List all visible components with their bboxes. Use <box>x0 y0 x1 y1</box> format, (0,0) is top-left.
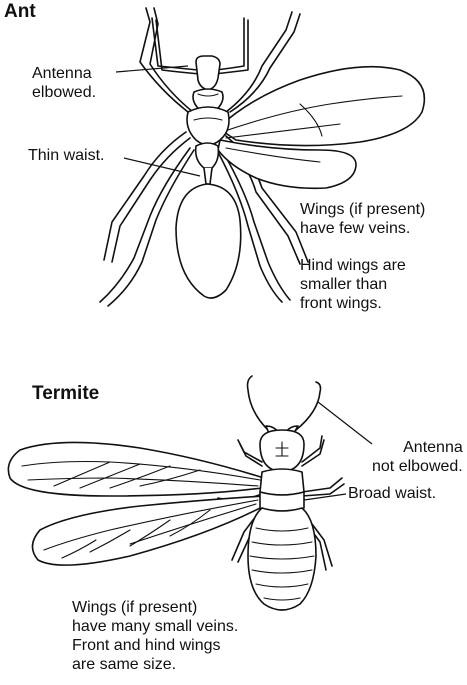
ant-hind-wings-label: Hind wings are smaller than front wings. <box>300 256 406 313</box>
termite-illustration <box>8 376 344 610</box>
termite-body <box>248 426 316 610</box>
termite-wings-label: Wings (if present) have many small veins… <box>72 598 238 674</box>
termite-antennae <box>248 376 321 430</box>
ant-title: Ant <box>4 2 36 21</box>
ant-waist-leader <box>124 158 200 176</box>
termite-wings <box>8 442 264 565</box>
termite-antenna-label: Antenna not elbowed. <box>372 438 463 476</box>
ant-wings-label: Wings (if present) have few veins. <box>300 200 425 238</box>
termite-antenna-leader <box>318 402 372 444</box>
ant-wings <box>218 67 424 189</box>
ant-waist-label: Thin waist. <box>28 146 104 165</box>
termite-title: Termite <box>32 384 99 403</box>
ant-antenna-label: Antenna elbowed. <box>32 64 96 102</box>
termite-waist-label: Broad waist. <box>348 484 436 503</box>
